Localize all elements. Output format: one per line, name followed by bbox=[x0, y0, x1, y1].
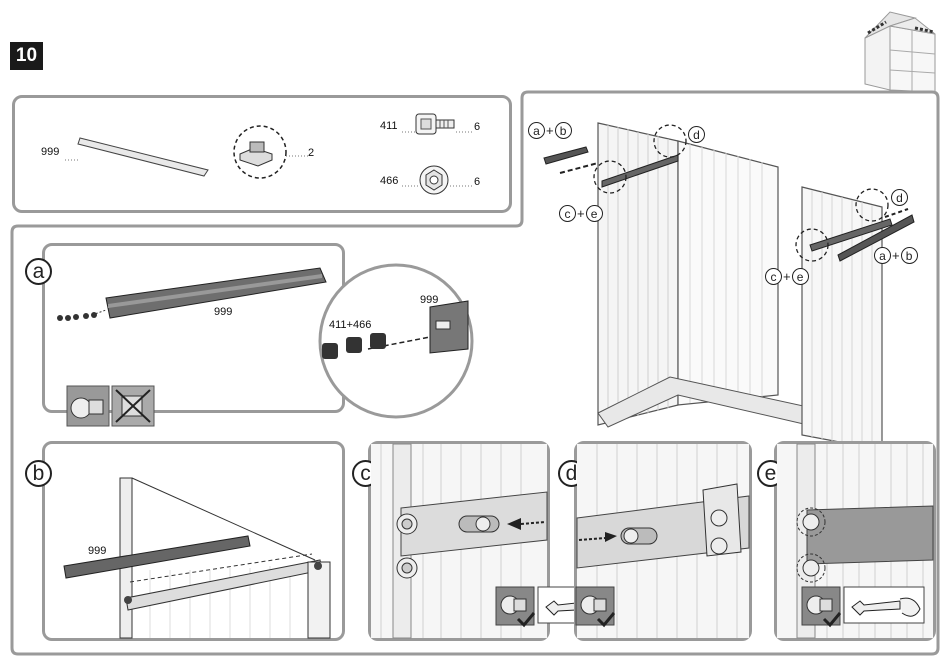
detail-b-rail-label: 999 bbox=[88, 545, 106, 557]
detail-a-letter: a bbox=[25, 258, 52, 285]
letter-c: c bbox=[559, 205, 576, 222]
letter-b: b bbox=[555, 122, 572, 139]
label-c-plus-e-right: c + e bbox=[765, 268, 809, 285]
label-a-plus-b-left: a + b bbox=[528, 122, 572, 139]
letter-e: e bbox=[792, 268, 809, 285]
label-d-right: d bbox=[891, 189, 908, 206]
letter-e: e bbox=[586, 205, 603, 222]
detail-d-washer-check-icon bbox=[576, 587, 616, 627]
detail-a-zoom-circle bbox=[318, 263, 478, 423]
detail-b-letter: b bbox=[25, 460, 52, 487]
detail-a-zoom-bolt-label: 411+466 bbox=[329, 319, 371, 331]
detail-a-rail-illustration bbox=[50, 260, 340, 340]
plus-sign: + bbox=[783, 269, 791, 284]
label-c-plus-e-left: c + e bbox=[559, 205, 603, 222]
letter-b: b bbox=[901, 247, 918, 264]
main-assembly-illustration bbox=[530, 95, 935, 455]
detail-a-rail-label: 999 bbox=[214, 306, 232, 318]
detail-c-washer-check-icon bbox=[496, 587, 536, 627]
letter-a: a bbox=[528, 122, 545, 139]
label-a-plus-b-right: a + b bbox=[874, 247, 918, 264]
detail-a-zoom-rail-label: 999 bbox=[420, 294, 438, 306]
letter-a: a bbox=[874, 247, 891, 264]
plus-sign: + bbox=[892, 248, 900, 263]
washer-correct-icon bbox=[67, 386, 111, 426]
plus-sign: + bbox=[546, 123, 554, 138]
detail-e-wrench-icon bbox=[844, 587, 926, 625]
plus-sign: + bbox=[577, 206, 585, 221]
detail-e-washer-check-icon bbox=[802, 587, 842, 627]
label-d-left: d bbox=[688, 126, 705, 143]
washer-incorrect-icon bbox=[112, 386, 156, 426]
letter-c: c bbox=[765, 268, 782, 285]
